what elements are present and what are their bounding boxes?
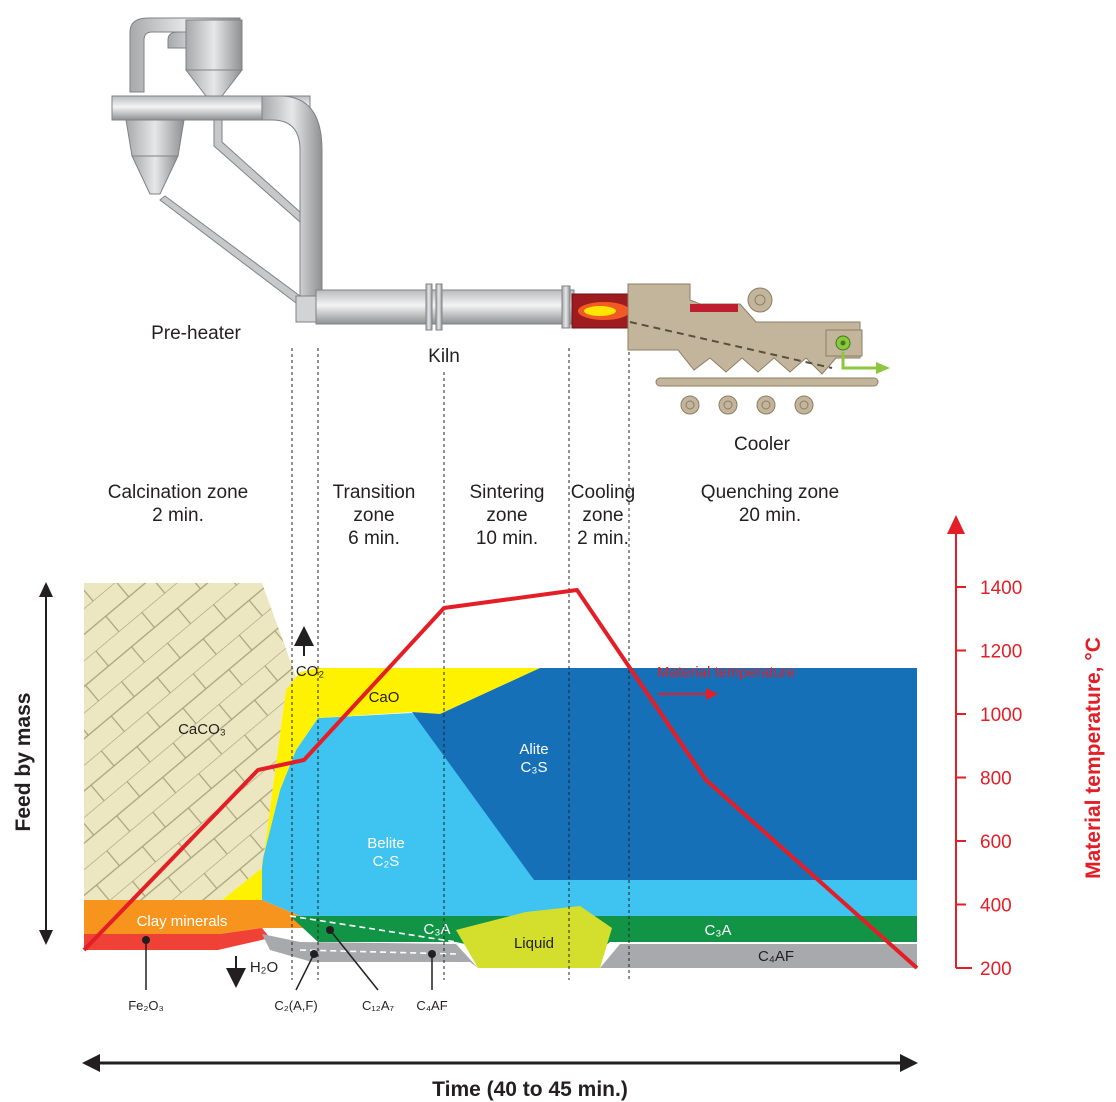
feed-axis: Feed by mass bbox=[12, 582, 53, 945]
temperature-axis-label: Material temperature, °C bbox=[1082, 637, 1105, 879]
label-cao: CaO bbox=[369, 689, 400, 706]
gas-arrows bbox=[226, 626, 314, 988]
zone-transition-duration: 6 min. bbox=[348, 528, 400, 549]
temperature-ticks: 1400 1200 1000 800 600 400 200 bbox=[956, 578, 1022, 980]
preheater-illustration bbox=[111, 17, 323, 323]
temperature-tick-label: 600 bbox=[980, 832, 1012, 853]
zone-calcination-duration: 2 min. bbox=[152, 505, 204, 526]
label-co2: CO₂ bbox=[296, 663, 325, 680]
zone-titles: Calcination zone 2 min. Transition zone … bbox=[108, 482, 839, 549]
kiln-illustration bbox=[315, 283, 637, 331]
label-c4af-right: C₄AF bbox=[758, 948, 794, 965]
region-caco3 bbox=[84, 583, 298, 900]
feed-axis-label: Feed by mass bbox=[12, 693, 35, 832]
label-alite-formula: C₃S bbox=[521, 759, 548, 776]
time-axis: Time (40 to 45 min.) bbox=[82, 1054, 918, 1101]
label-belite: Belite bbox=[367, 835, 405, 852]
region-cao bbox=[222, 668, 540, 900]
kiln-label: Kiln bbox=[428, 346, 460, 367]
temperature-axis: 1400 1200 1000 800 600 400 200 Material temper… bbox=[947, 515, 1105, 980]
phase-labels: CaCO₃ CO₂ CaO Alite C₃S Belite C₂S Clay … bbox=[137, 663, 794, 976]
zone-cooling-name-2: zone bbox=[582, 505, 623, 526]
temperature-tick-label: 800 bbox=[980, 769, 1012, 790]
preheater-label: Pre-heater bbox=[151, 323, 241, 344]
callout-c2af: C₂(A,F) bbox=[274, 998, 317, 1013]
label-liquid: Liquid bbox=[514, 935, 554, 952]
zone-sintering-duration: 10 min. bbox=[476, 528, 538, 549]
temperature-curve bbox=[82, 588, 919, 970]
cooler-label: Cooler bbox=[734, 434, 791, 455]
label-alite: Alite bbox=[519, 741, 548, 758]
temperature-tick-label: 1200 bbox=[980, 642, 1022, 663]
region-c4af bbox=[262, 934, 917, 968]
label-clay: Clay minerals bbox=[137, 913, 228, 930]
label-belite-formula: C₂S bbox=[373, 853, 400, 870]
region-liquid bbox=[456, 906, 612, 968]
callouts: Fe₂O₃ C₂(A,F) C₁₂A₇ C₄AF bbox=[128, 926, 448, 1013]
zone-cooling-name-1: Cooling bbox=[571, 482, 635, 503]
zone-transition-name-2: zone bbox=[353, 505, 394, 526]
label-c3a-mid: C₃A bbox=[424, 921, 451, 938]
temperature-series-label: Material temperature bbox=[657, 664, 795, 681]
region-alite bbox=[412, 668, 917, 880]
temperature-tick-label: 200 bbox=[980, 959, 1012, 980]
label-c3a-right: C₃A bbox=[705, 922, 732, 939]
phase-regions bbox=[84, 583, 917, 968]
label-h2o: H₂O bbox=[250, 959, 278, 976]
callout-c12a7: C₁₂A₇ bbox=[362, 998, 394, 1013]
callout-c4af: C₄AF bbox=[416, 998, 447, 1013]
callout-fe2o3: Fe₂O₃ bbox=[128, 998, 164, 1013]
zone-transition-name-1: Transition bbox=[333, 482, 416, 503]
temperature-tick-label: 400 bbox=[980, 896, 1012, 917]
region-fe2o3 bbox=[84, 928, 270, 950]
zone-quenching-name: Quenching zone bbox=[701, 482, 839, 503]
temperature-tick-label: 1000 bbox=[980, 705, 1022, 726]
zone-sintering-name-2: zone bbox=[486, 505, 527, 526]
time-axis-label: Time (40 to 45 min.) bbox=[432, 1078, 628, 1101]
region-clay bbox=[84, 900, 318, 934]
temperature-tick-label: 1400 bbox=[980, 578, 1022, 599]
region-belite bbox=[262, 713, 917, 916]
cooler-illustration bbox=[627, 283, 890, 415]
zone-calcination-name: Calcination zone bbox=[108, 482, 248, 503]
zone-sintering-name-1: Sintering bbox=[470, 482, 545, 503]
zone-quenching-duration: 20 min. bbox=[739, 505, 801, 526]
zone-cooling-duration: 2 min. bbox=[577, 528, 629, 549]
label-caco3: CaCO₃ bbox=[178, 721, 226, 738]
